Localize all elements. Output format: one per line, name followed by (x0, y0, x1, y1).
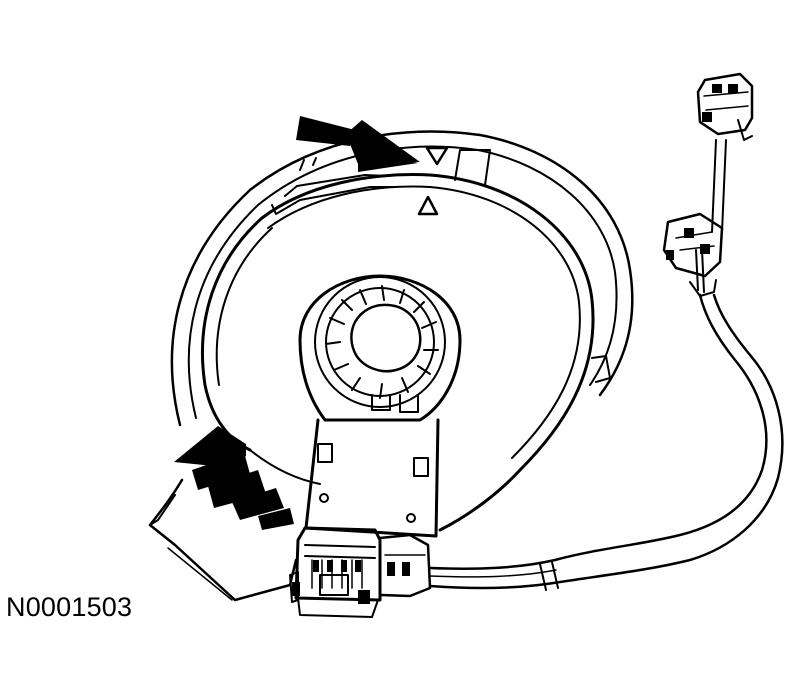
shipping-lock-tab (148, 478, 298, 602)
direction-arrow (174, 426, 294, 530)
mounting-plate (304, 418, 440, 538)
harness-lower-connector-fill (666, 228, 710, 260)
up-triangle-mark (417, 195, 439, 216)
center-hub (298, 274, 462, 422)
wire-harness (428, 139, 784, 591)
connector-pin-blocks (292, 560, 410, 604)
alignment-arrow (296, 116, 420, 172)
harness-upper-connector-fill (702, 84, 738, 122)
harness-upper-connector (696, 72, 754, 141)
connector-block (289, 526, 432, 618)
rotor-ring (201, 173, 595, 532)
down-triangle-mark (425, 146, 449, 166)
locking-tabs (271, 149, 611, 383)
outer-housing-ring (170, 130, 634, 427)
figure-id-label: N0001503 (6, 592, 133, 622)
